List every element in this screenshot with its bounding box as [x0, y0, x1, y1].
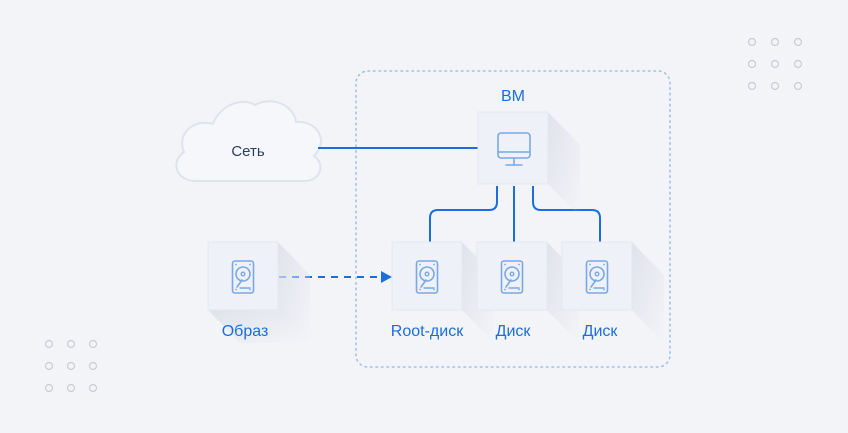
tile-root-disk	[391, 241, 463, 311]
root-disk-label: Root-диск	[390, 323, 464, 340]
disk-2-label: Диск	[582, 323, 618, 340]
cloud-icon	[175, 100, 322, 182]
tile-disk-2	[561, 241, 633, 311]
tile-image	[207, 241, 279, 311]
edge-vm-disk-2	[532, 186, 601, 242]
tile-disk-1	[476, 241, 548, 311]
monitor-icon	[497, 132, 531, 166]
tile-vm	[477, 111, 549, 185]
decor-dots-top-right	[747, 37, 803, 91]
disk-1-label: Диск	[495, 323, 531, 340]
edge-vm-root-disk	[429, 186, 498, 242]
network-label: Сеть	[231, 143, 265, 160]
image-label: Образ	[221, 323, 269, 340]
vm-label: ВМ	[501, 88, 525, 105]
decor-dots-bottom-left	[44, 339, 98, 393]
arrowhead-icon	[381, 271, 392, 283]
vm-group-frame	[355, 70, 671, 368]
